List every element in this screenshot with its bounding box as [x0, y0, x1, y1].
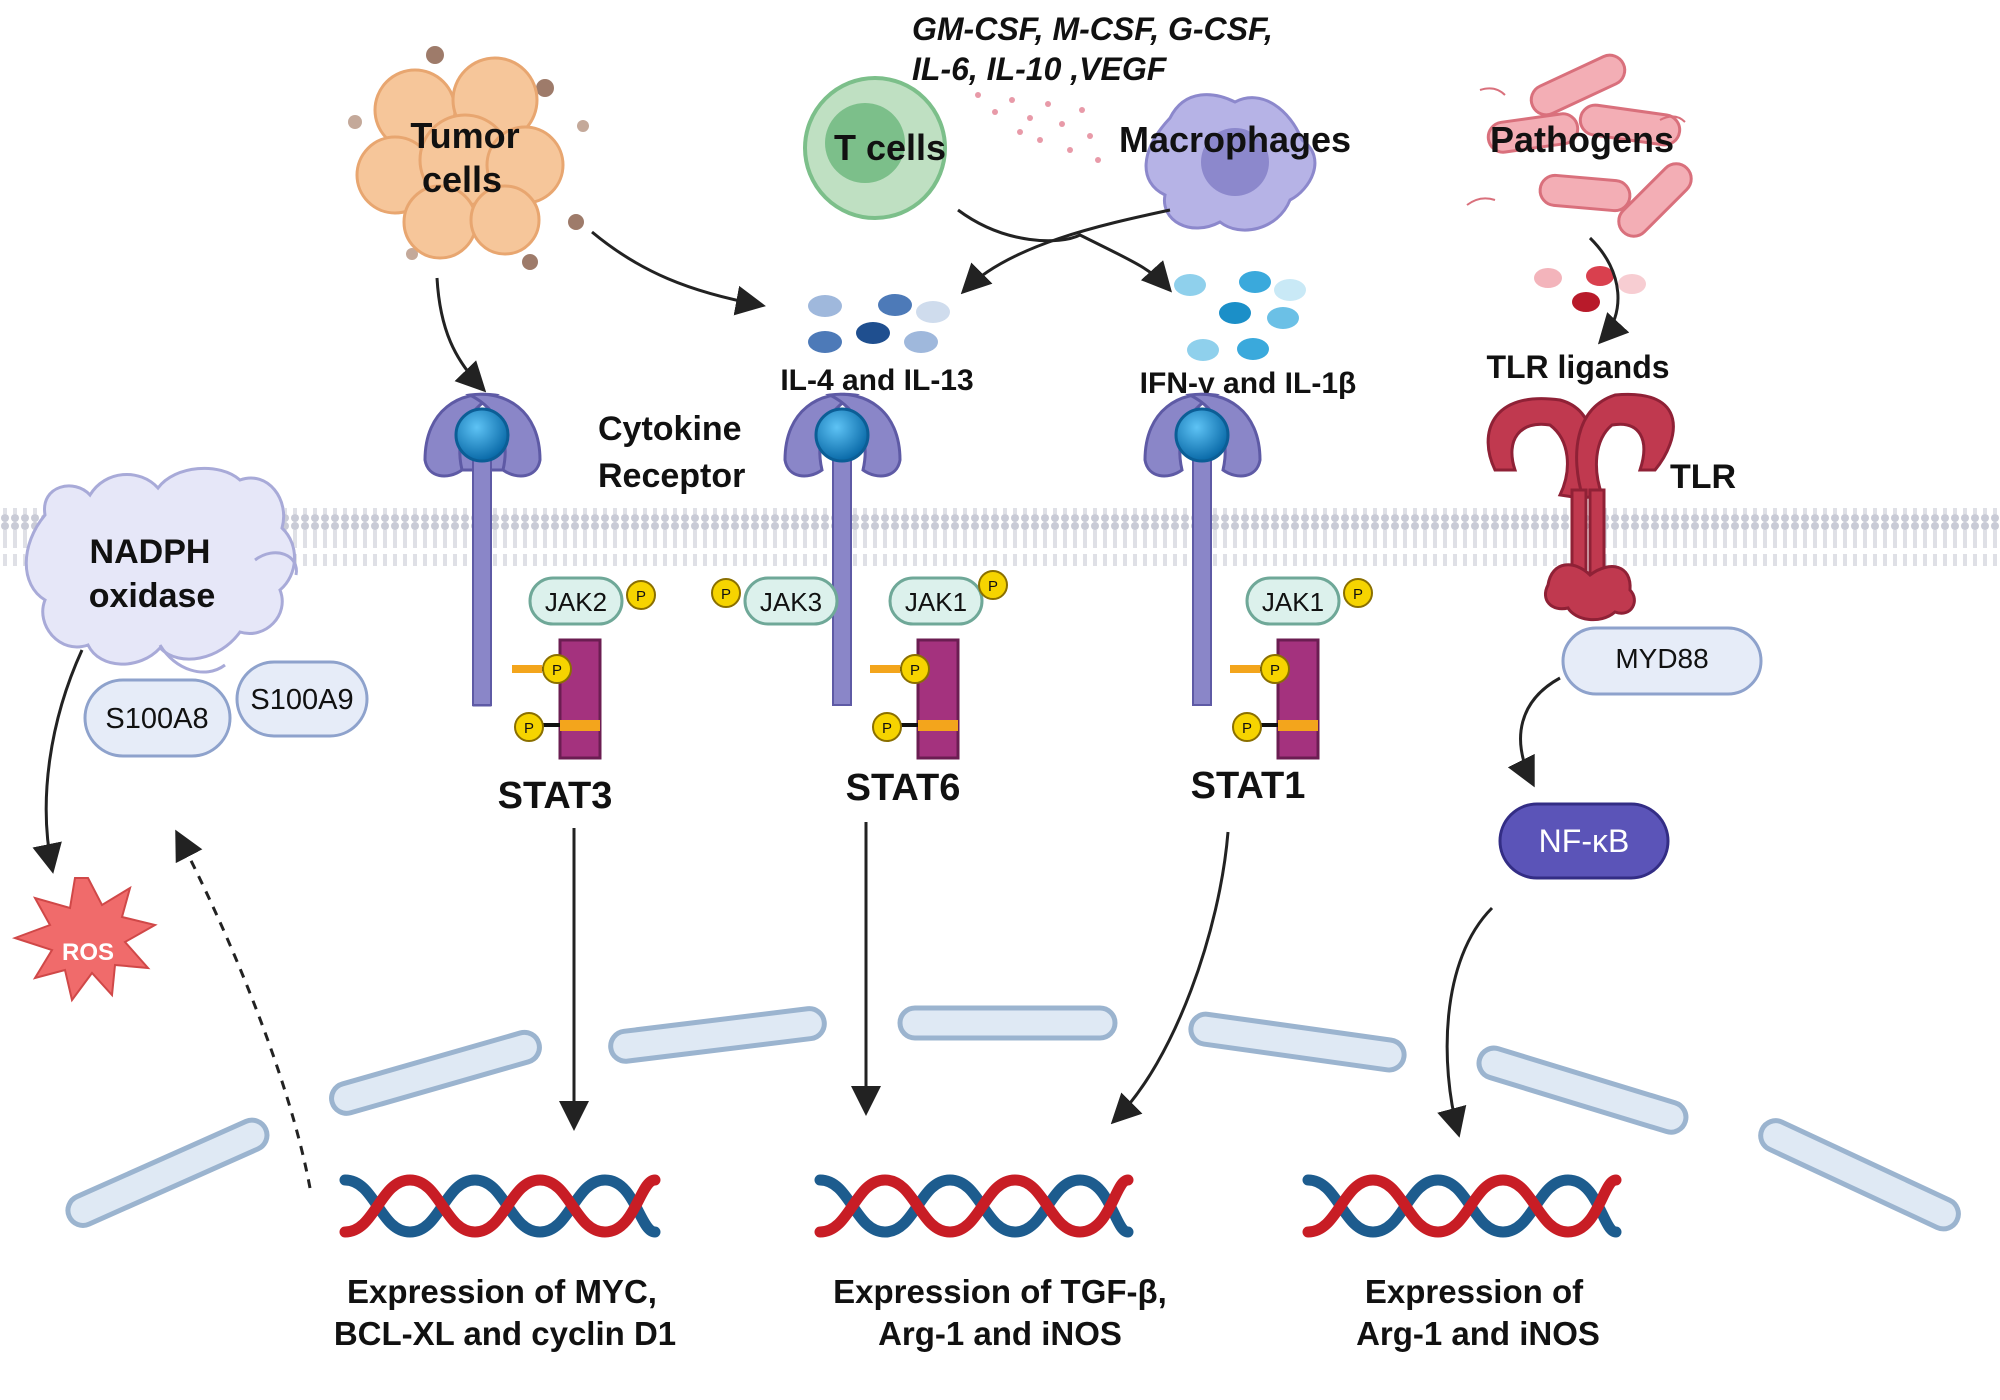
s100a9-label: S100A9	[250, 684, 353, 716]
pathogen-flagella	[1466, 87, 1686, 206]
svg-text:P: P	[636, 588, 646, 605]
svg-text:P: P	[1270, 662, 1280, 679]
myd88-label: MYD88	[1615, 643, 1708, 674]
stat3-label: STAT3	[498, 775, 613, 817]
tlr-ligands-label: TLR ligands	[1486, 349, 1669, 385]
stat6-label: STAT6	[846, 767, 961, 809]
phosphate-groups	[514, 570, 1373, 742]
pathogens-icon	[1486, 53, 1693, 238]
cytokines-released-line2: IL-6, IL-10 ,VEGF	[912, 51, 1168, 87]
stat3-protein	[512, 638, 602, 760]
pathogens-label: Pathogens	[1490, 119, 1674, 160]
nadph-oxidase-label: NADPH	[90, 533, 211, 571]
jak2-kinase: JAK2	[528, 576, 624, 626]
nadph-oxidase-label-2: oxidase	[89, 577, 216, 615]
svg-text:P: P	[1353, 586, 1363, 603]
receptor-ligand-ball	[1174, 407, 1230, 463]
tumor-cells-label: Tumor	[410, 115, 519, 156]
nfkb-label: NF-κB	[1539, 823, 1630, 859]
jak3-label: JAK3	[760, 587, 822, 617]
jak2-label: JAK2	[545, 587, 607, 617]
receptor-ligand-ball	[454, 407, 510, 463]
cytokine-receptor-stat6	[783, 392, 902, 706]
nuclear-envelope	[65, 1005, 1961, 1232]
macrophages-label: Macrophages	[1119, 119, 1351, 160]
svg-text:P: P	[882, 720, 892, 737]
s100a9-protein: S100A9	[235, 660, 369, 738]
jak1-kinase-stat1: JAK1	[1245, 576, 1341, 626]
expression-mid-line2: Arg-1 and iNOS	[878, 1315, 1122, 1352]
dna-helix-middle	[814, 1174, 1134, 1238]
il4-il13-label: IL-4 and IL-13	[780, 364, 973, 397]
signal-arrows-upper	[435, 208, 1630, 393]
ifn-il1b-label: IFN-γ and IL-1β	[1140, 367, 1357, 400]
s100a8-label: S100A8	[105, 703, 208, 735]
tlr-ligand-droplets	[1534, 266, 1646, 312]
expression-right-line1: Expression of	[1365, 1273, 1584, 1310]
expression-left-line1: Expression of MYC,	[347, 1273, 657, 1310]
cytokine-receptor-stat1	[1143, 392, 1262, 706]
svg-text:P: P	[552, 662, 562, 679]
svg-text:P: P	[910, 662, 920, 679]
feedback-dashed-arrow	[175, 829, 312, 1189]
cytokines-released-line1: GM-CSF, M-CSF, G-CSF,	[912, 11, 1273, 47]
jak1-label-2: JAK1	[1262, 587, 1324, 617]
ros-label: ROS	[62, 939, 114, 966]
signal-arrows-lower	[32, 649, 1561, 1138]
secreted-cytokine-dots	[975, 92, 1101, 163]
jak3-kinase: JAK3	[743, 576, 839, 626]
nadph-oxidase-complex	[24, 466, 298, 674]
svg-text:P: P	[1242, 720, 1252, 737]
svg-text:P: P	[524, 720, 534, 737]
s100a8-protein: S100A8	[83, 678, 232, 758]
tumor-cells-icon	[348, 46, 589, 270]
stat1-label: STAT1	[1191, 765, 1306, 807]
cytokine-receptor-stat3	[423, 392, 542, 707]
expression-left-line2: BCL-XL and cyclin D1	[334, 1315, 676, 1352]
svg-text:P: P	[721, 586, 731, 603]
tumor-cells-label-2: cells	[422, 159, 502, 200]
nfkb-factor: NF-κB	[1498, 802, 1670, 880]
myd88-adaptor: MYD88	[1561, 626, 1763, 696]
phosphate-labels: P P P P P P P P P P	[524, 578, 1363, 737]
tlr-receptor	[1486, 392, 1675, 622]
dna-helix-right	[1302, 1174, 1622, 1238]
expression-mid-line1: Expression of TGF-β,	[833, 1273, 1167, 1310]
receptor-ligand-ball	[814, 407, 870, 463]
expression-right-line2: Arg-1 and iNOS	[1356, 1315, 1600, 1352]
tlr-label: TLR	[1670, 458, 1736, 496]
il4-il13-ligands	[808, 294, 950, 353]
macrophage-icon	[1144, 93, 1317, 232]
cytokine-receptor-label-2: Receptor	[598, 457, 745, 495]
t-cells-label: T cells	[834, 127, 946, 168]
dna-helix-left	[339, 1174, 661, 1238]
cell-membrane	[0, 508, 2000, 566]
ifn-il1b-ligands	[1174, 271, 1306, 361]
t-cell-icon	[803, 76, 947, 220]
jak1-kinase-stat6: JAK1	[888, 576, 984, 626]
ros-burst-icon: ROS	[11, 877, 158, 1003]
cytokine-receptor-label: Cytokine	[598, 410, 742, 448]
jak1-label: JAK1	[905, 587, 967, 617]
svg-text:P: P	[988, 578, 998, 595]
